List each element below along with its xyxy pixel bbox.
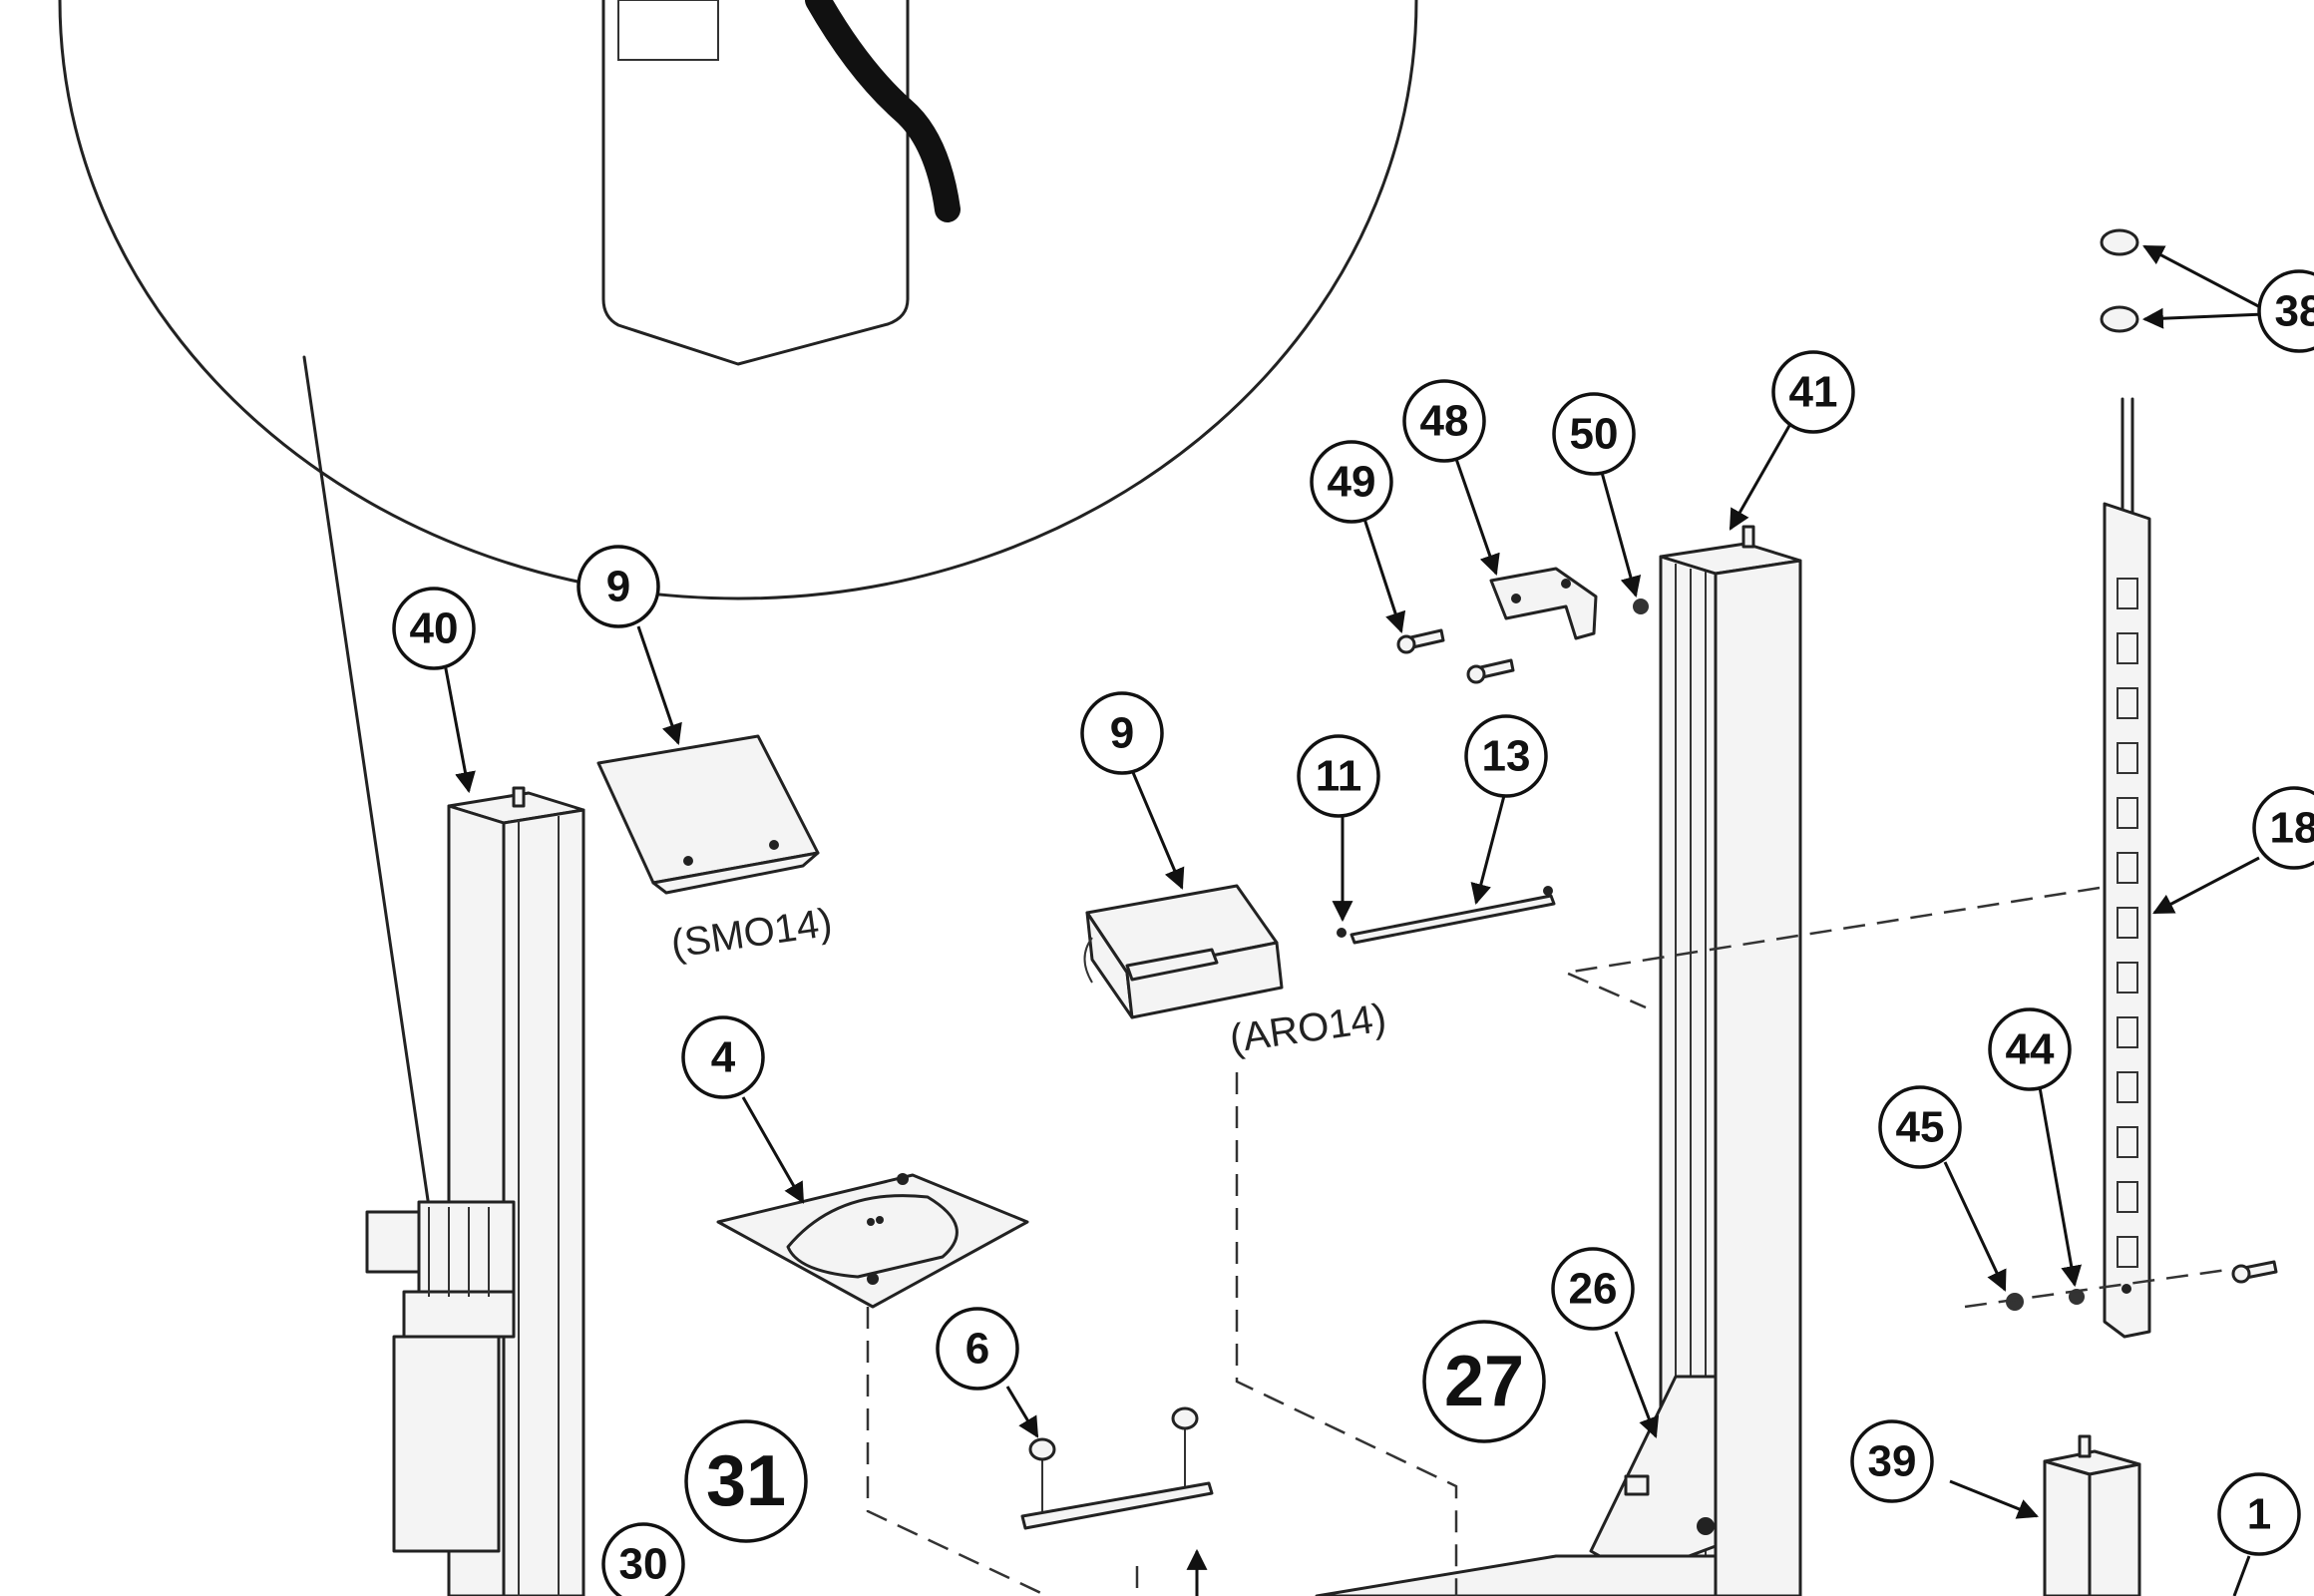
svg-text:49: 49 bbox=[1328, 458, 1376, 507]
hydraulic-power-unit bbox=[365, 1200, 516, 1553]
base-plate bbox=[716, 1173, 1029, 1309]
bracket-48 bbox=[1489, 567, 1598, 640]
svg-text:38: 38 bbox=[2275, 287, 2314, 336]
foot-bracket bbox=[1315, 1375, 1718, 1596]
callout-9-aro: 9 bbox=[1080, 691, 1164, 775]
svg-text:9: 9 bbox=[606, 563, 630, 611]
slotted-lock-bar bbox=[2103, 397, 2151, 1339]
callout-6: 6 bbox=[936, 1307, 1019, 1391]
callout-30: 30 bbox=[601, 1522, 685, 1596]
svg-text:1: 1 bbox=[2247, 1490, 2271, 1539]
svg-text:26: 26 bbox=[1569, 1265, 1618, 1314]
callout-40: 40 bbox=[392, 587, 476, 670]
smo14-bracket bbox=[596, 734, 820, 895]
detail-zoom-circle bbox=[58, 0, 1418, 1209]
callout-4: 4 bbox=[681, 1015, 765, 1099]
svg-text:40: 40 bbox=[410, 604, 459, 653]
nuts-38 bbox=[2100, 228, 2139, 333]
svg-text:44: 44 bbox=[2006, 1025, 2055, 1074]
callout-31: 31 bbox=[684, 1419, 808, 1543]
svg-text:41: 41 bbox=[1789, 368, 1838, 417]
svg-text:48: 48 bbox=[1420, 397, 1469, 446]
svg-text:50: 50 bbox=[1570, 410, 1619, 459]
caption-smo14: (SMO14) bbox=[668, 901, 835, 967]
callout-39: 39 bbox=[1850, 1419, 1934, 1503]
svg-text:18: 18 bbox=[2270, 804, 2314, 853]
svg-text:9: 9 bbox=[1110, 709, 1134, 758]
callout-leaders bbox=[442, 244, 2265, 1596]
knob-bar bbox=[1020, 1406, 1214, 1530]
svg-text:39: 39 bbox=[1868, 1437, 1917, 1486]
bolt-right bbox=[2231, 1260, 2278, 1284]
nut-45 bbox=[2006, 1293, 2024, 1311]
svg-text:6: 6 bbox=[965, 1325, 989, 1374]
callout-45: 45 bbox=[1878, 1085, 1962, 1169]
aro14-block bbox=[1083, 884, 1284, 1019]
callout-26: 26 bbox=[1551, 1247, 1635, 1331]
callout-18: 18 bbox=[2252, 786, 2314, 870]
svg-text:4: 4 bbox=[711, 1033, 736, 1082]
bolt-49 bbox=[1396, 628, 1515, 684]
callout-9-smo: 9 bbox=[577, 545, 660, 628]
rod-13 bbox=[1337, 886, 1556, 945]
callout-13: 13 bbox=[1464, 714, 1548, 798]
callout-11: 11 bbox=[1297, 734, 1380, 818]
svg-text:30: 30 bbox=[619, 1540, 668, 1589]
callout-1: 1 bbox=[2217, 1472, 2301, 1556]
callout-38: 38 bbox=[2257, 269, 2314, 353]
callout-44: 44 bbox=[1988, 1007, 2072, 1091]
svg-text:27: 27 bbox=[1444, 1342, 1524, 1421]
nut-50 bbox=[1633, 598, 1649, 614]
small-post bbox=[2043, 1434, 2141, 1596]
callout-48: 48 bbox=[1402, 379, 1486, 463]
svg-text:13: 13 bbox=[1482, 732, 1531, 781]
svg-text:45: 45 bbox=[1896, 1103, 1945, 1152]
zoom-leader-line bbox=[302, 355, 431, 1209]
callout-27: 27 bbox=[1422, 1320, 1546, 1443]
svg-text:11: 11 bbox=[1316, 752, 1362, 801]
assembly-dashed-lines bbox=[866, 886, 2235, 1596]
svg-text:31: 31 bbox=[706, 1441, 786, 1521]
callout-41: 41 bbox=[1771, 350, 1855, 434]
callout-49: 49 bbox=[1310, 440, 1393, 524]
caption-aro14: (ARO14) bbox=[1227, 996, 1388, 1061]
callout-50: 50 bbox=[1552, 392, 1636, 476]
